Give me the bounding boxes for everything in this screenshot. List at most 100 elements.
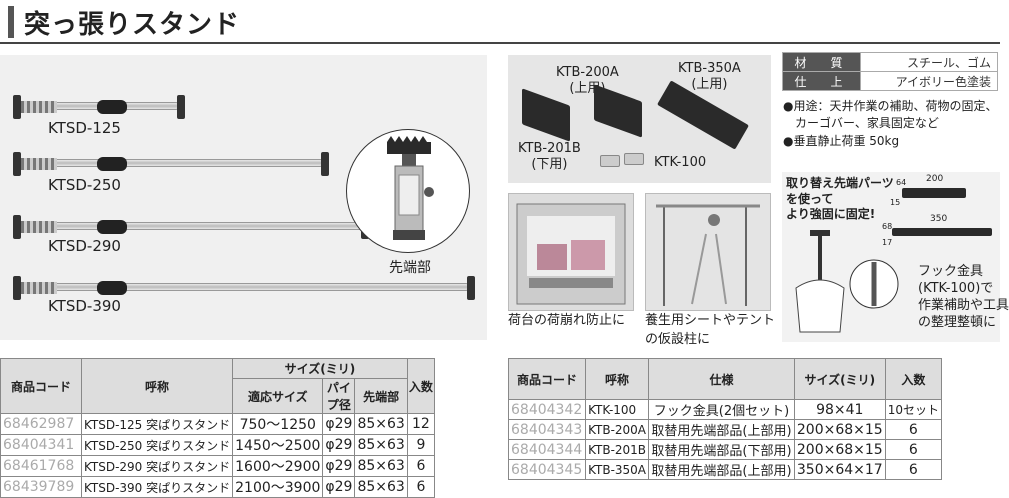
spec-table: 材 質 スチール、ゴム 仕 上 アイボリー色塗装 [782,52,998,91]
cell-qty: 6 [884,419,943,440]
stand-rod-390 [13,276,475,300]
table-row: 68404342 KTK-100 フック金具(2個セット) 98×41 10セッ… [507,399,943,420]
part-label-ktb350a: KTB-350A (上用) [678,61,741,92]
dim-350: 350 [930,214,948,224]
cell-spec: フック金具(2個セット) [648,399,795,420]
th-size: サイズ(ミリ) [232,358,408,379]
attachment-diagram: 取り替え先端パーツ を使って より強固に固定! 200 64 15 350 68… [782,172,1009,342]
dim-15: 15 [890,198,901,207]
th-qty: 入数 [406,358,436,414]
diagram-pad-200 [902,188,966,198]
dim-17: 17 [882,238,893,247]
cell-pipe: φ29 [322,413,356,435]
tip-label: 先端部 [389,260,431,276]
table-row: 68461768 KTSD-290 突ぱりスタンド 1600～2900 φ29 … [0,455,436,477]
cell-tip: 85×63 [354,434,408,456]
diagram-bucket [795,230,899,333]
part-label-ktk100: KTK-100 [654,155,707,170]
stand-product-table: 商品コード 呼称 サイズ(ミリ) 入数 適応サイズ パイプ径 先端部 68462… [0,358,436,498]
cell-name: KTK-100 [585,399,650,420]
th-tip: 先端部 [354,378,408,414]
part-label-ktb201b: KTB-201B (下用) [518,141,581,172]
tip-illustration [387,136,434,240]
th-name: 呼称 [80,358,234,414]
cell-qty: 6 [884,459,943,480]
cell-size: 200×68×15 [793,439,886,460]
hook-ktk100-2 [624,153,644,165]
hook-description: フック金具 (KTK-100)で 作業補助や工具 の整理整頓に [918,264,1009,330]
cell-code: 68404345 [507,459,587,480]
cell-code: 68404343 [507,419,587,440]
spec-key: 仕 上 [782,71,861,91]
cell-fit: 1600～2900 [232,455,324,477]
cell-qty: 6 [884,439,943,460]
cell-name: KTSD-250 突ぱりスタンド [80,434,234,456]
cell-qty: 6 [406,455,436,477]
cell-spec: 取替用先端部品(上部用) [648,459,795,480]
cell-code: 68439789 [0,476,82,498]
th-qty: 入数 [884,358,943,400]
cell-pipe: φ29 [322,476,356,498]
th-fit: 適応サイズ [232,378,324,414]
title-bar: 突っ張りスタンド [0,0,1000,44]
spec-row: 材 質 スチール、ゴム [782,52,998,72]
title-accent [8,6,14,38]
stand-label-290: KTSD-290 [48,237,121,255]
cell-name: KTB-350A [585,459,650,480]
cell-size: 350×64×17 [793,459,886,480]
spec-notes: ●用途：天井作業の補助、荷物の固定、カーゴバー、家具固定など ●垂直静止荷重 5… [783,98,1000,150]
caption-truck-cargo: 荷台の荷崩れ防止に [508,313,626,328]
stand-label-390: KTSD-390 [48,297,121,315]
stand-rod-250 [13,152,329,176]
cell-qty: 6 [406,476,436,498]
cell-code: 68462987 [0,413,82,435]
cell-size: 200×68×15 [793,419,886,440]
note-usage: ●用途：天井作業の補助、荷物の固定、カーゴバー、家具固定など [783,99,998,131]
caption-tent-pole: 養生用シートやテント の仮設柱に [645,313,776,347]
cell-name: KTSD-125 突ぱりスタンド [80,413,234,435]
hook-ktk100 [600,155,620,167]
cell-pipe: φ29 [322,455,356,477]
note-load: ●垂直静止荷重 50kg [783,133,900,148]
parts-product-table: 商品コード 呼称 仕様 サイズ(ミリ) 入数 68404342 KTK-100 … [507,358,943,480]
photo-tent-pole [645,193,771,311]
cell-tip: 85×63 [354,455,408,477]
th-code: 商品コード [0,358,82,414]
th-spec: 仕様 [648,358,795,400]
spec-value: アイボリー色塗装 [860,71,998,91]
diagram-callout: 取り替え先端パーツ を使って より強固に固定! [786,176,894,222]
table-row: 68404344 KTB-201B 取替用先端部品(下部用) 200×68×15… [507,439,943,460]
tip-closeup [346,129,470,253]
cell-size: 98×41 [793,399,886,420]
cell-code: 68404344 [507,439,587,460]
spec-row: 仕 上 アイボリー色塗装 [782,71,998,91]
cell-qty: 9 [406,434,436,456]
stand-label-250: KTSD-250 [48,176,121,194]
cell-name: KTB-200A [585,419,650,440]
pad-ktb200a [522,88,570,142]
photo-truck-cargo [508,193,634,311]
cell-tip: 85×63 [354,476,408,498]
table-row: 68439789 KTSD-390 突ぱりスタンド 2100～3900 φ29 … [0,476,436,498]
dim-64: 64 [896,178,907,187]
cell-name: KTSD-290 突ぱりスタンド [80,455,234,477]
dim-200: 200 [926,174,944,184]
cell-fit: 2100～3900 [232,476,324,498]
table-row: 68404345 KTB-350A 取替用先端部品(上部用) 350×64×17… [507,459,943,480]
cell-tip: 85×63 [354,413,408,435]
dim-68: 68 [882,222,893,231]
spec-key: 材 質 [782,52,861,72]
cell-name: KTSD-390 突ぱりスタンド [80,476,234,498]
cell-code: 68404342 [507,399,587,420]
stand-label-125: KTSD-125 [48,119,121,137]
table-row: 68404343 KTB-200A 取替用先端部品(上部用) 200×68×15… [507,419,943,440]
stand-rod-125 [13,95,185,119]
cell-fit: 750～1250 [232,413,324,435]
table-row: 68462987 KTSD-125 突ぱりスタンド 750～1250 φ29 8… [0,413,436,435]
cell-fit: 1450～2500 [232,434,324,456]
page-title: 突っ張りスタンド [24,10,241,40]
stand-products-panel: KTSD-125 KTSD-250 KTSD-290 KTSD-390 先端部 [0,55,487,340]
cell-spec: 取替用先端部品(上部用) [648,419,795,440]
cell-code: 68404341 [0,434,82,456]
cell-qty: 12 [406,413,436,435]
